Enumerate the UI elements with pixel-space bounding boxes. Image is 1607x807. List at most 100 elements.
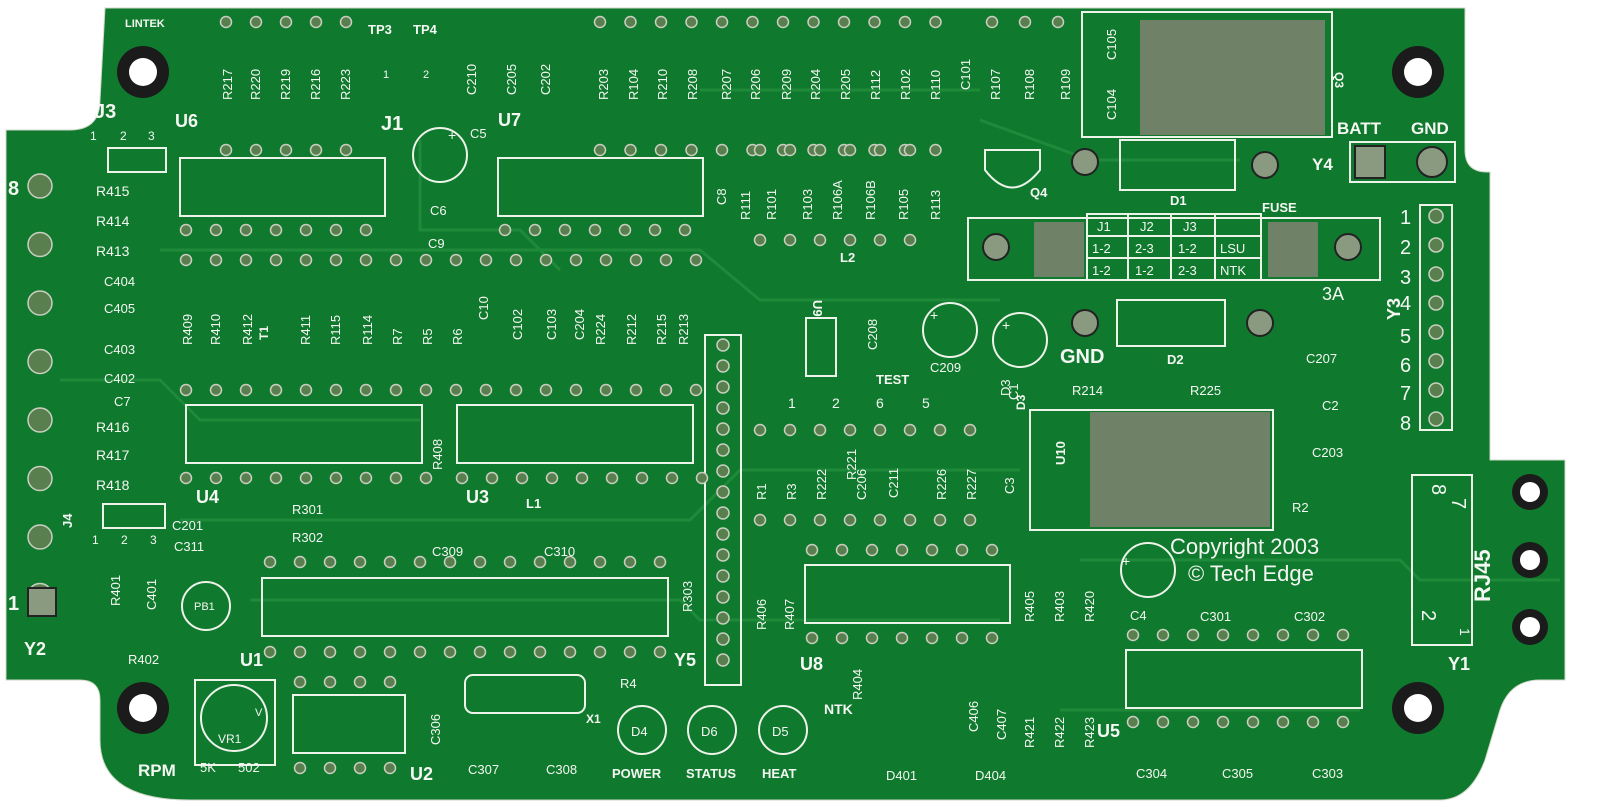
u2-top-pad [383,675,397,689]
ref-c5: C5 [470,126,487,141]
vr1-code: 502 [238,760,260,775]
copyright-line-1: Copyright 2003 [1170,534,1319,559]
u5-bottom-pad [1156,715,1170,729]
r1xx-bottom-pad [715,143,729,157]
ref-c103: C103 [544,309,559,340]
row-b-pad [599,383,613,397]
u2-outline [292,694,406,754]
u6-pins-pad [299,223,313,237]
y5-pin-pad [716,611,730,625]
svg-text:+: + [930,307,938,323]
fuse-clip-left [1034,222,1084,277]
u8-bottom-pad [895,631,909,645]
u1-top-pad [533,555,547,569]
ref-c303: C303 [1312,766,1343,781]
led-status-label: STATUS [686,766,736,781]
u6-label: U6 [175,111,198,131]
tp3-label: TP3 [368,22,392,37]
u2-top-pad [353,675,367,689]
y5-pin-pad [716,527,730,541]
row-b-pad [269,383,283,397]
u5-top-pad [1156,628,1170,642]
row-a-pad [179,253,193,267]
r1xx-bottom-pad [593,143,607,157]
r2xx-low-pad [813,513,827,527]
y3-pin-pad [1428,382,1444,398]
u5-bottom-pad [1306,715,1320,729]
ref-r404: R404 [850,669,865,700]
y3-num-3: 3 [1400,267,1411,289]
ref-r207: R207 [719,69,734,100]
ref-c203: C203 [1312,445,1343,460]
ref-r414: R414 [96,213,130,229]
r1xx-top-pad [593,15,607,29]
fuse-label: FUSE [1262,200,1297,215]
u5-top-pad [1276,628,1290,642]
q4-outline [984,149,1041,189]
ref-r2: R2 [1292,500,1309,515]
row-b-pad [179,383,193,397]
r1xx-bottom-pad [685,143,698,157]
u5-top-pad [1186,628,1200,642]
row-a-pad [569,253,583,267]
ref-r5: R5 [420,328,435,345]
u8-top-pad [805,543,819,557]
row-a-pad [539,253,553,267]
u1-top-pad [653,555,667,569]
left-connector-pad [27,407,53,433]
y3-outline [1419,204,1453,431]
u3-pins-pad [695,471,709,485]
row-a-pad [479,253,493,267]
ref-c2: C2 [1322,398,1339,413]
u5-bottom-pad [1126,715,1140,729]
u1-bottom-pad [533,645,547,659]
q3-outline [1081,11,1333,138]
vr1-outline [194,679,276,766]
u3-pins-pad [635,471,649,485]
rj45-pin-7: 7 [1447,498,1469,509]
led-d5-label: D5 [772,724,789,739]
ref-c7: C7 [114,394,131,409]
ref-r303: R303 [680,581,695,612]
rj45-label: RJ45 [1470,549,1495,602]
j1-label: J1 [381,113,403,135]
y3-pin-pad [1428,237,1444,253]
d1-pad-left [1071,148,1099,176]
led-heat-label: HEAT [762,766,796,781]
ref-r105: R105 [896,189,911,220]
r2xx-mid-pad [813,423,827,437]
d2-pad-right [1246,309,1274,337]
u8-outline [804,564,1011,624]
y3-num-7: 7 [1400,383,1411,405]
u7-pins-pad [678,223,692,237]
silkscreen-labels: LINTEK J3 1 2 3 J4 1 2 3 TP3 TP4 1 2 J1 … [8,18,1495,784]
batt-pad [1354,145,1386,179]
jumper-table [1086,213,1262,281]
u6-pins-pad [359,223,373,237]
row-a-pad [269,253,283,267]
ref-r221: R221 [844,449,859,480]
y5-pin-pad [716,422,730,436]
u1-top-pad [473,555,487,569]
u1-bottom-pad [443,645,457,659]
ref-c6: C6 [430,203,447,218]
r10x-mid-bottom-pad [873,233,887,247]
u8-top-pad [955,543,969,557]
u8-bottom-pad [805,631,819,645]
row-b-pad [209,383,223,397]
r1xx-bottom-pad [654,143,668,157]
r2xx-top-pad [309,15,323,29]
ref-c207: C207 [1306,351,1337,366]
y3-num-4: 4 [1400,293,1411,315]
left-connector-bottom-label: 1 [8,593,19,615]
row-b-pad [299,383,313,397]
left-connector-pad [27,173,53,199]
ref-r112: R112 [868,70,883,100]
ref-c406: C406 [966,701,981,732]
r1xx-bottom-pad [624,143,637,157]
y5-pin-pad [716,464,730,478]
ref-r205: R205 [838,69,853,100]
u5-label: U5 [1097,721,1120,741]
u8-bottom-pad [835,631,849,645]
r2xx-low-pad [873,513,887,527]
